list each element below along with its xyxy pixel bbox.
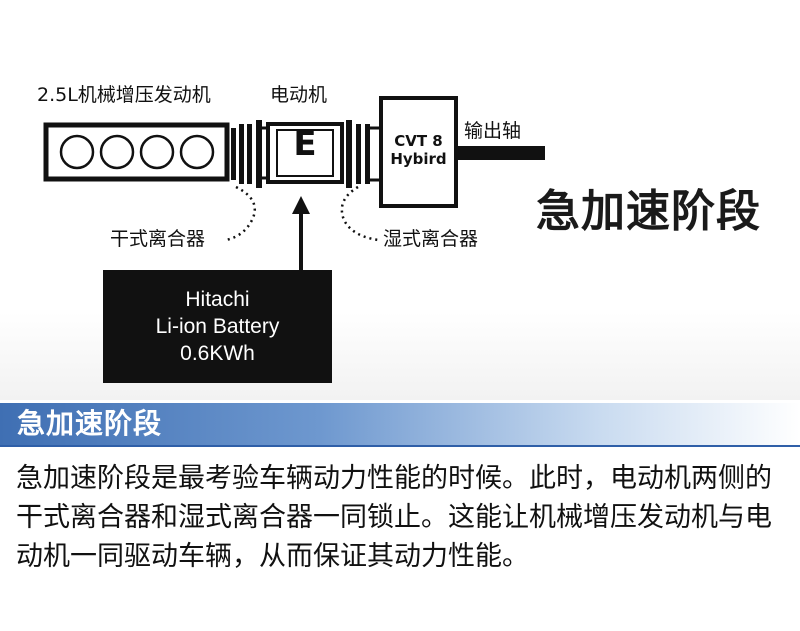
powertrain-diagram: 2.5L机械增压发动机 电动机 E CVT 8 Hybird 输出轴 干式离合器… — [0, 0, 800, 400]
transmission-label: CVT 8 Hybird — [381, 132, 456, 168]
transmission-line2: Hybird — [390, 150, 447, 168]
output-shaft-label: 输出轴 — [464, 120, 522, 142]
motor-label: 电动机 — [270, 84, 328, 106]
transmission-line1: CVT 8 — [394, 132, 443, 150]
dry-clutch-leader — [225, 185, 256, 242]
engine-cylinder — [99, 134, 135, 170]
output-shaft — [456, 146, 545, 160]
battery-line2: Li-ion Battery — [155, 315, 280, 338]
battery-line3: 0.6KWh — [180, 342, 255, 365]
engine-cylinder — [139, 134, 175, 170]
wet-clutch — [346, 120, 370, 188]
engine-cylinder — [179, 134, 215, 170]
dry-clutch — [231, 120, 262, 188]
article-paragraph: 急加速阶段是最考验车辆动力性能的时候。此时，电动机两侧的干式离合器和湿式离合器一… — [16, 463, 772, 572]
battery-line1: Hitachi — [185, 288, 250, 311]
transmission-box — [379, 96, 458, 208]
arrow-up-icon — [292, 196, 310, 214]
engine-cylinder — [59, 134, 95, 170]
section-banner: 急加速阶段 — [0, 403, 800, 445]
engine-label: 2.5L机械增压发动机 — [37, 84, 211, 106]
motor-letter: E — [293, 124, 317, 164]
wet-clutch-leader — [340, 185, 379, 242]
diagram-graphics — [43, 96, 545, 270]
battery-box: Hitachi Li-ion Battery 0.6KWh — [103, 270, 332, 383]
dry-clutch-label: 干式离合器 — [110, 228, 206, 250]
banner-divider — [0, 445, 800, 447]
section-title: 急加速阶段 — [17, 407, 163, 440]
stage-title: 急加速阶段 — [536, 186, 761, 237]
wet-clutch-label: 湿式离合器 — [383, 228, 479, 250]
motor-inner — [276, 129, 334, 177]
